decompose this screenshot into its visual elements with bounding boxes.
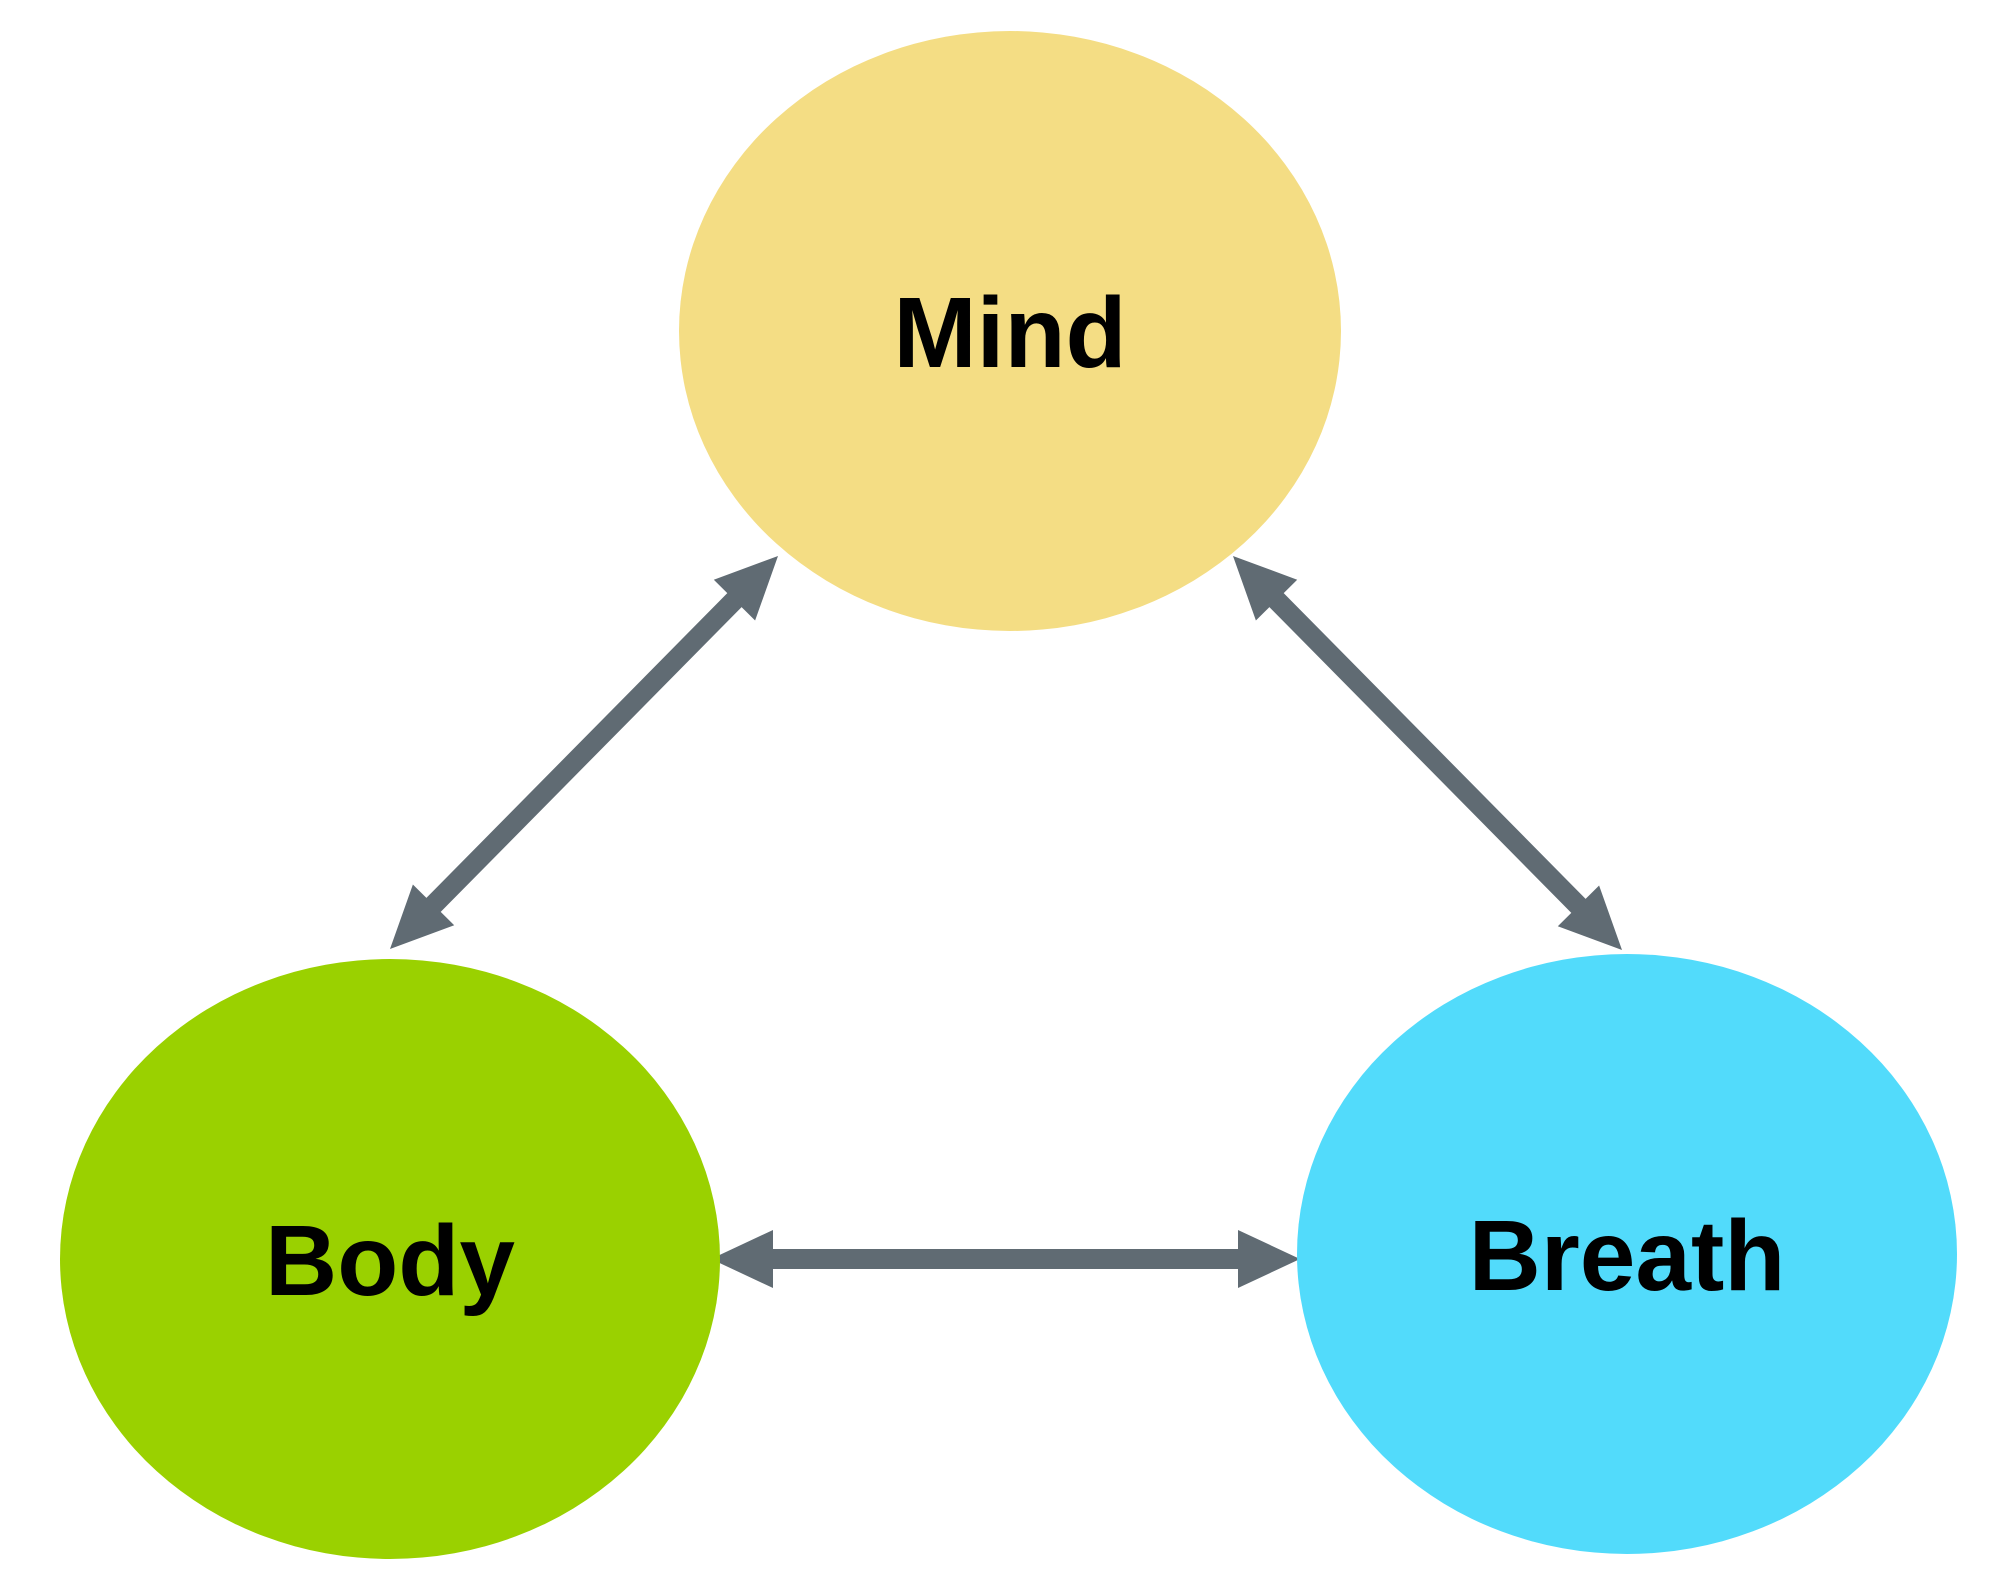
node-breath-circle — [1297, 954, 1957, 1554]
node-body-circle — [60, 959, 720, 1559]
arrow-body-breath — [711, 1230, 1300, 1288]
node-breath-label: Breath — [1469, 1200, 1786, 1312]
node-mind-circle — [679, 31, 1341, 631]
arrow-mind-breath — [1233, 556, 1622, 950]
node-body-label: Body — [265, 1205, 515, 1317]
arrow-body-mind — [390, 556, 778, 949]
node-mind-label: Mind — [893, 277, 1126, 389]
